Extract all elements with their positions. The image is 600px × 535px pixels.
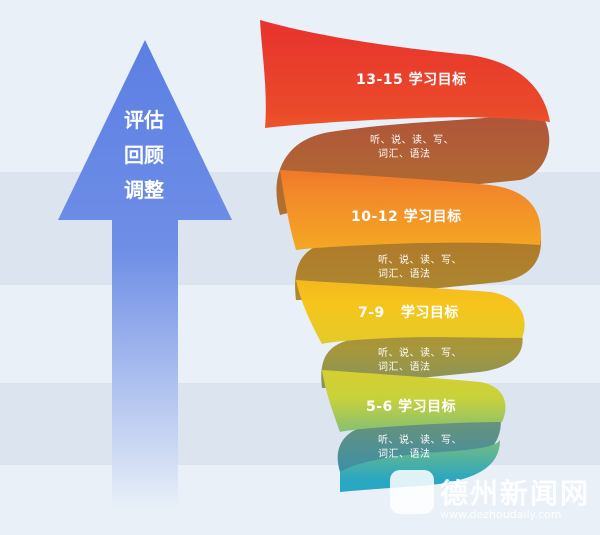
goal-label: 10-12 学习目标: [351, 209, 462, 225]
watermark-url: www.dezhoudaily.com: [440, 508, 562, 521]
skills-line: 听、说、读、写、: [378, 348, 462, 359]
ribbon-back-band: [295, 232, 541, 300]
ribbon-front-band: [296, 280, 525, 344]
skills-text: 听、说、读、写、 词汇、语法: [370, 134, 490, 162]
ribbon-tail: [340, 440, 500, 492]
goal-label: 5-6 学习目标: [366, 399, 457, 415]
skills-line: 听、说、读、写、: [378, 435, 462, 446]
skills-text: 听、说、读、写、 词汇、语法: [378, 347, 498, 375]
arrow-label-line: 评估: [124, 108, 164, 132]
ribbon-front-band: [260, 20, 550, 128]
skills-line: 词汇、语法: [378, 362, 431, 373]
skills-text: 听、说、读、写、 词汇、语法: [378, 254, 498, 282]
skills-line: 听、说、读、写、: [378, 255, 462, 266]
skills-text: 听、说、读、写、 词汇、语法: [378, 434, 498, 462]
goal-label: 7-9 学习目标: [358, 305, 459, 321]
upward-arrow: [58, 40, 232, 510]
skills-line: 词汇、语法: [378, 149, 431, 160]
arrow-label: 评估 回顾 调整: [98, 108, 190, 202]
watermark-title: 德州新闻网: [440, 477, 591, 510]
arrow-label-line: 回顾: [124, 143, 164, 167]
watermark: 德州新闻网 www.dezhoudaily.com: [390, 468, 595, 528]
goal-label: 13-15 学习目标: [356, 72, 467, 88]
ribbon-back-band: [321, 326, 523, 388]
ribbon-front-band: [280, 170, 541, 250]
skills-line: 词汇、语法: [378, 269, 431, 280]
skills-line: 听、说、读、写、: [370, 135, 454, 146]
ribbon-front-band: [322, 370, 506, 432]
arrow-label-line: 调整: [124, 178, 164, 202]
watermark-logo-icon: [390, 470, 434, 514]
skills-line: 词汇、语法: [378, 449, 431, 460]
